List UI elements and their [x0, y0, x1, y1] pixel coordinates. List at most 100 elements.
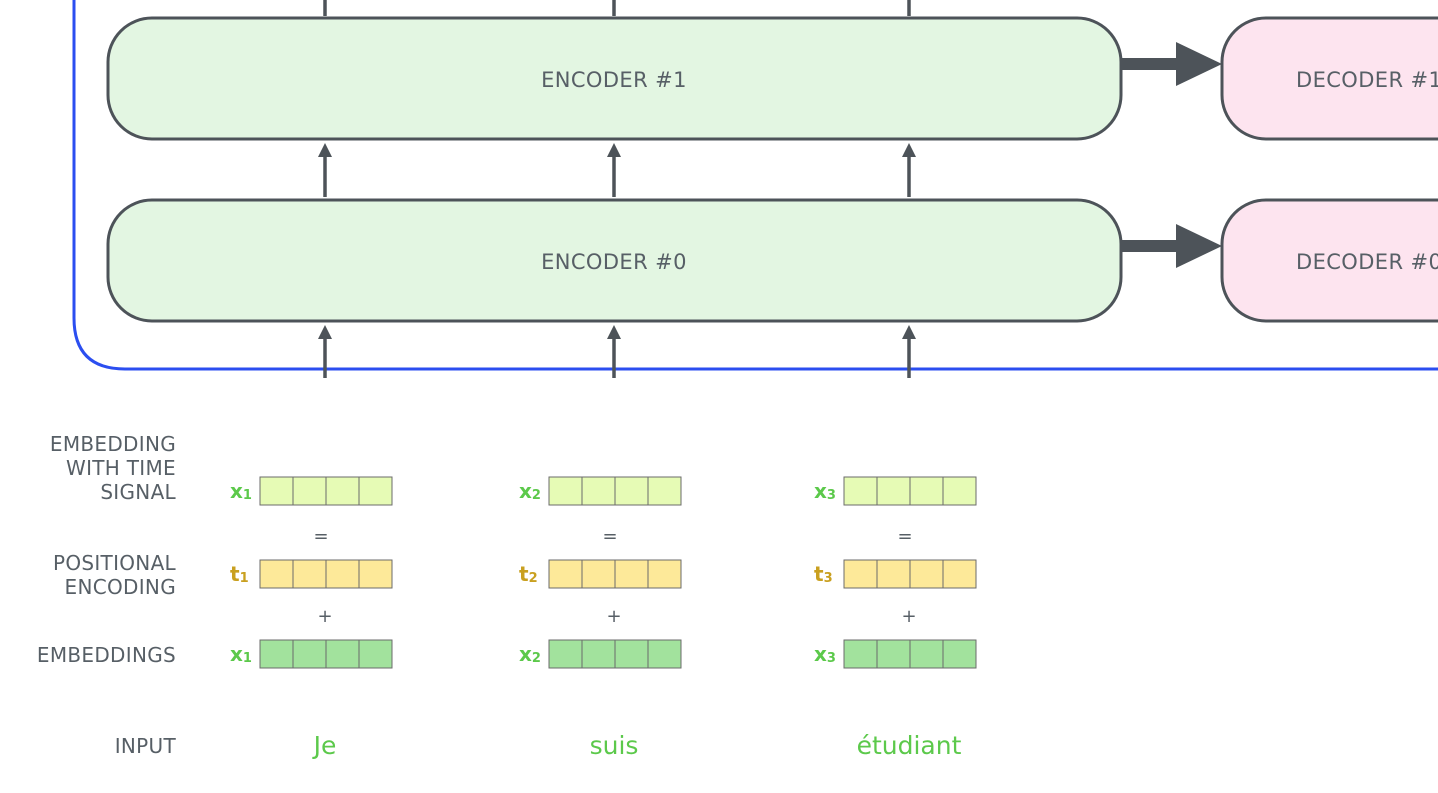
- plus-sign: +: [606, 606, 621, 627]
- time-signal-label-subscript: 2: [532, 488, 541, 503]
- time-signal-vector: [259, 476, 393, 506]
- arrow-input-to-encoder-0-col-2: [607, 325, 621, 378]
- arrowhead: [902, 325, 916, 339]
- time-signal-label-line-2: WITH TIME: [66, 456, 176, 480]
- positional-label-main: t: [814, 562, 824, 586]
- arrow-encoder-0-to-encoder-1-col-3: [902, 143, 916, 197]
- embedding-vector: [843, 639, 977, 669]
- vertical-arrows: [318, 0, 916, 378]
- embedding-cell: [358, 639, 393, 669]
- positional-cell: [292, 559, 327, 589]
- encoder-0-to-decoder-0-arrow-shaft: [1121, 240, 1179, 252]
- time-signal-cell: [909, 476, 944, 506]
- positional-label-subscript: 2: [529, 571, 538, 586]
- positional-cell: [358, 559, 393, 589]
- encoder-0: ENCODER #0: [106, 198, 1123, 323]
- time-signal-label-subscript: 3: [827, 488, 836, 503]
- equals-sign: =: [602, 526, 617, 547]
- time-signal-vector: [548, 476, 682, 506]
- encoder-decoder-arrows: [1121, 42, 1222, 268]
- time-signal-cell: [843, 476, 878, 506]
- embedding-label-subscript: 1: [243, 651, 252, 666]
- positional-cell: [942, 559, 977, 589]
- positional-cell: [325, 559, 360, 589]
- arrow-input-to-encoder-0-col-3: [902, 325, 916, 378]
- positional-vector-label: t3: [814, 562, 833, 586]
- positional-vector: [843, 559, 977, 589]
- positional-label-main: t: [519, 562, 529, 586]
- time-signal-cell: [358, 476, 393, 506]
- encoder-1-to-decoder-1-arrow-shaft: [1121, 58, 1179, 70]
- time-signal-cell: [581, 476, 616, 506]
- time-signal-vector-label: x3: [814, 479, 836, 503]
- time-signal-cell: [325, 476, 360, 506]
- encoder-0-to-decoder-0-arrowhead: [1176, 224, 1222, 268]
- embedding-vector: [548, 639, 682, 669]
- positional-cell: [548, 559, 583, 589]
- positional-label-main: t: [230, 562, 240, 586]
- encoder-1: ENCODER #1: [106, 16, 1123, 141]
- time-signal-label-line-3: SIGNAL: [100, 480, 176, 504]
- time-signal-label-subscript: 1: [243, 488, 252, 503]
- positional-vector-label: t1: [230, 562, 249, 586]
- positional-cell: [909, 559, 944, 589]
- arrow-encoder-0-to-encoder-1-col-1: [318, 143, 332, 197]
- embeddings-label: EMBEDDINGS: [37, 643, 176, 667]
- encoder-0-box: [106, 198, 1123, 323]
- embedding-cell: [581, 639, 616, 669]
- positional-cell: [843, 559, 878, 589]
- time-signal-label-main: x: [519, 479, 532, 503]
- time-signal-label-main: x: [814, 479, 827, 503]
- time-signal-cell: [614, 476, 649, 506]
- positional-label-line-1: POSITIONAL: [53, 551, 177, 575]
- positional-vector: [548, 559, 682, 589]
- time-signal-vector-label: x2: [519, 479, 541, 503]
- positional-vector-label: t2: [519, 562, 538, 586]
- embedding-vector-label: x3: [814, 642, 836, 666]
- time-signal-cell: [942, 476, 977, 506]
- time-signal-label-line-1: EMBEDDING: [50, 432, 176, 456]
- encoder-1-box: [106, 16, 1123, 141]
- embedding-label-subscript: 2: [532, 651, 541, 666]
- plus-sign: +: [317, 606, 332, 627]
- encoder-stack-frame: [72, 0, 1438, 371]
- plus-sign: +: [901, 606, 916, 627]
- time-signal-vector-label: x1: [230, 479, 252, 503]
- embedding-cell: [292, 639, 327, 669]
- equals-sign: =: [313, 526, 328, 547]
- arrowhead: [902, 143, 916, 157]
- embedding-cell: [909, 639, 944, 669]
- time-signal-cell: [548, 476, 583, 506]
- embedding-cell: [876, 639, 911, 669]
- positional-cell: [614, 559, 649, 589]
- encoder-1-to-decoder-1-arrowhead: [1176, 42, 1222, 86]
- embedding-cell: [259, 639, 294, 669]
- positional-label-subscript: 1: [240, 571, 249, 586]
- positional-vector: [259, 559, 393, 589]
- embedding-cell: [647, 639, 682, 669]
- encoder-0-label: ENCODER #0: [541, 250, 687, 274]
- equals-sign: =: [897, 526, 912, 547]
- decoder-1: DECODER #1: [1220, 16, 1438, 141]
- embedding-label-subscript: 3: [827, 651, 836, 666]
- embedding-label-main: x: [230, 642, 243, 666]
- arrowhead: [607, 143, 621, 157]
- embedding-cell: [843, 639, 878, 669]
- embedding-cell: [325, 639, 360, 669]
- embedding-vector-label: x1: [230, 642, 252, 666]
- positional-cell: [647, 559, 682, 589]
- embedding-vector-label: x2: [519, 642, 541, 666]
- decoder-0: DECODER #0: [1220, 198, 1438, 323]
- row-labels: EMBEDDING WITH TIME SIGNAL POSITIONAL EN…: [37, 432, 177, 758]
- input-word: Je: [312, 731, 337, 760]
- time-signal-label-main: x: [230, 479, 243, 503]
- input-label: INPUT: [115, 734, 177, 758]
- decoder-1-label: DECODER #1: [1296, 68, 1438, 92]
- embedding-cell: [548, 639, 583, 669]
- input-word: étudiant: [857, 731, 962, 760]
